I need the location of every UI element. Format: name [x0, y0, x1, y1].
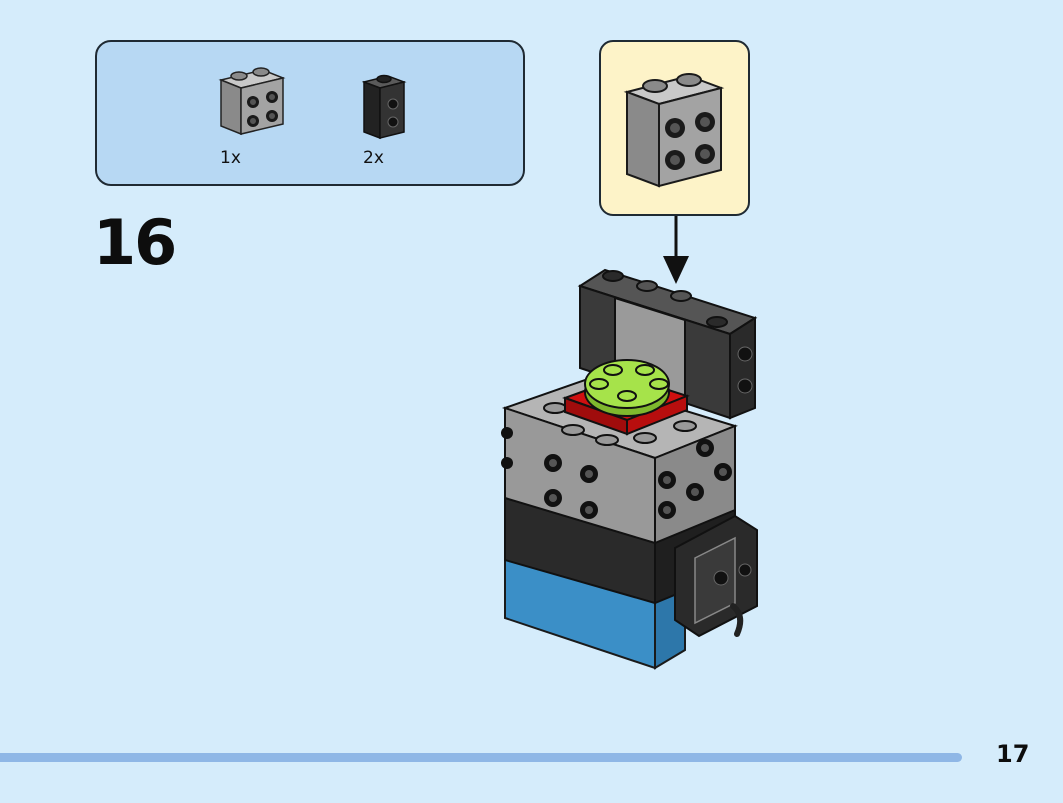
page-progress-bar	[0, 753, 1063, 762]
part-black-1x1-brick-icon	[362, 72, 408, 142]
part-quantity-1: 1x	[220, 148, 241, 168]
callout-box	[599, 40, 750, 216]
part-quantity-2: 2x	[363, 148, 384, 168]
step-number: 16	[93, 206, 177, 279]
part-light-gray-1x2-brick-icon	[217, 64, 287, 136]
model-assembly-illustration	[501, 268, 758, 670]
callout-light-gray-brick-icon	[623, 73, 725, 188]
page-number: 17	[996, 740, 1030, 768]
placement-arrow-icon	[663, 216, 689, 284]
page-progress-fill	[0, 753, 962, 762]
parts-list-panel: 1x 2x	[95, 40, 525, 186]
